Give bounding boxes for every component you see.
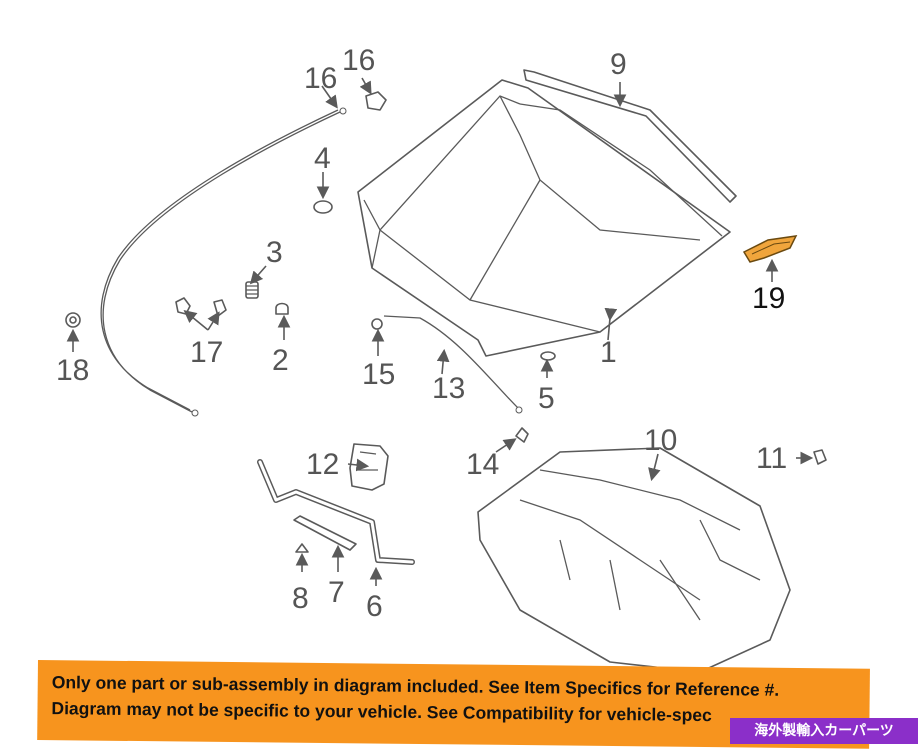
disclaimer-line-1: Only one part or sub-assembly in diagram… [51, 672, 780, 700]
hood-weatherstrip [523, 69, 737, 203]
prop-rod [383, 315, 523, 414]
callout-5: 5 [538, 382, 555, 415]
callout-15: 15 [362, 358, 395, 391]
callout-4: 4 [314, 142, 331, 175]
spring [245, 281, 259, 299]
callout-9: 9 [610, 48, 627, 81]
callout-14: 14 [466, 448, 499, 481]
callout-1: 1 [600, 336, 617, 369]
callout-12: 12 [306, 448, 339, 481]
pin [295, 543, 309, 553]
push-clip [813, 449, 827, 465]
fastener [371, 318, 383, 330]
callout-11: 11 [756, 442, 787, 475]
hood-insulator [477, 447, 791, 673]
callout-19: 19 [752, 282, 785, 315]
hood-bracket-highlighted [742, 235, 798, 263]
hood-latch [349, 443, 389, 491]
callout-16-cable: 16 [304, 62, 337, 95]
hood-panel [357, 79, 731, 357]
brand-tag: 海外製輸入カーパーツ [730, 718, 918, 744]
callout-2: 2 [272, 344, 289, 377]
plug [540, 351, 556, 361]
callout-13: 13 [432, 372, 465, 405]
disclaimer-line-2: Diagram may not be specific to your vehi… [51, 698, 712, 726]
clips [175, 297, 227, 317]
hood-bumper [313, 200, 333, 214]
callout-17: 17 [190, 336, 223, 369]
callout-3: 3 [266, 236, 283, 269]
callout-8: 8 [292, 582, 309, 615]
callout-16-clip: 16 [342, 44, 375, 77]
cable-clip [365, 91, 387, 111]
grommet [65, 312, 81, 328]
support-rod [257, 459, 415, 565]
cap [275, 302, 289, 315]
rod-clip [515, 427, 529, 443]
callout-6: 6 [366, 590, 383, 623]
callout-7: 7 [328, 576, 345, 609]
callout-10: 10 [644, 424, 677, 457]
callout-18: 18 [56, 354, 89, 387]
leader-lines [66, 77, 814, 586]
seal-strip [293, 515, 357, 551]
hood-release-cable [100, 107, 347, 417]
